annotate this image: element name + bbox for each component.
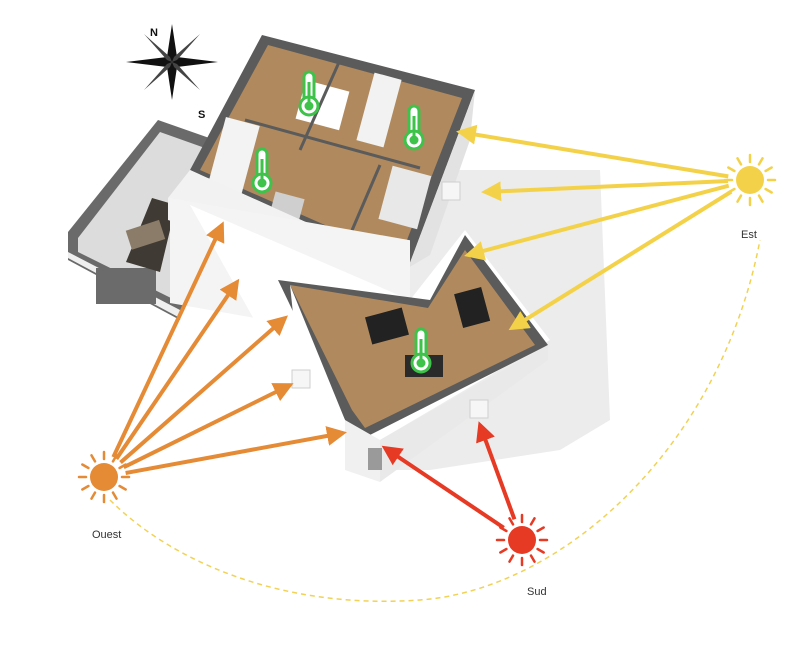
sun-path-arc <box>109 239 761 602</box>
sofa <box>365 307 409 345</box>
sun-ray-east <box>508 189 733 331</box>
sun-south-icon <box>495 513 549 567</box>
ground-floor <box>190 181 550 482</box>
sun-west-icon <box>77 450 131 504</box>
sun-label-west: Ouest <box>92 529 122 541</box>
garage-door <box>96 268 156 304</box>
sun-ray-west <box>122 383 294 470</box>
sun-ray-south <box>381 445 505 530</box>
sun-ray-east <box>456 124 729 179</box>
sun-ray-west <box>114 278 240 460</box>
sun-ray-south <box>476 421 517 521</box>
sun-ray-west <box>111 221 225 458</box>
sun-label-east: Est <box>741 229 757 241</box>
compass-north: N <box>150 27 158 39</box>
thermometer-icon <box>403 104 425 151</box>
compass-south: S <box>198 109 205 121</box>
sun-ray-east <box>481 178 729 202</box>
thermometer-icon <box>410 327 432 374</box>
sun-ray-west <box>119 315 289 464</box>
thermometer-icon <box>251 147 273 194</box>
garage <box>68 120 215 320</box>
sun-label-south: Sud <box>527 586 547 598</box>
thermometer-icon <box>298 70 320 117</box>
compass-rose: N S <box>126 24 218 121</box>
sun-east-icon <box>723 153 777 207</box>
sun-ray-west <box>125 426 347 475</box>
sun-ray-east <box>464 183 730 261</box>
